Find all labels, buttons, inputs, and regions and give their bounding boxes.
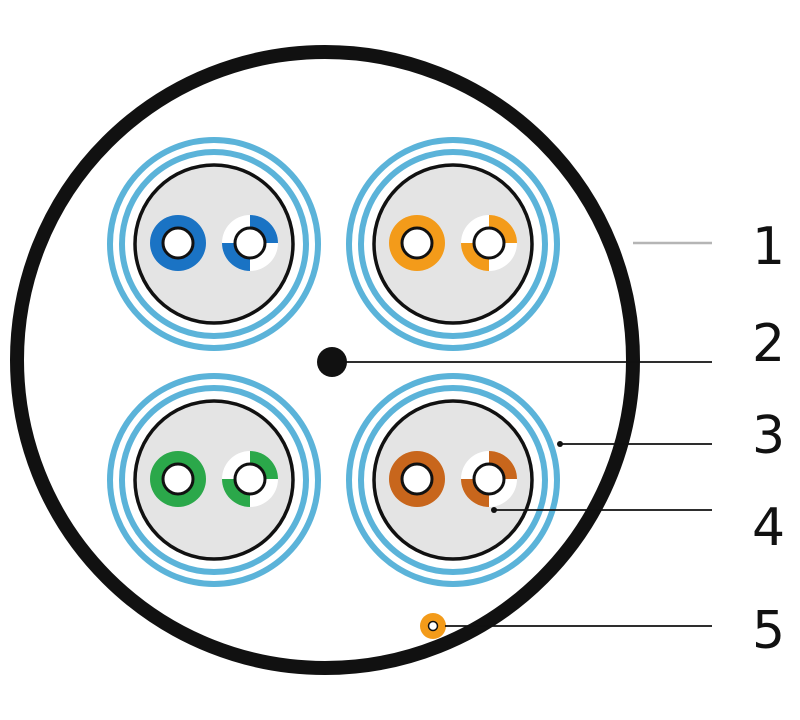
central-member bbox=[317, 347, 347, 377]
callout-label-1: 1 bbox=[752, 217, 785, 277]
callout-label-4: 4 bbox=[752, 498, 785, 558]
leader-dot-4 bbox=[491, 507, 497, 513]
callout-label-2: 2 bbox=[752, 314, 785, 374]
pair-bottom-right bbox=[346, 373, 560, 587]
pair-conductor-solid-core bbox=[400, 226, 434, 260]
pair-shield-outer-ring bbox=[346, 137, 560, 351]
pair-conductor-solid-core bbox=[400, 462, 434, 496]
pair-shield-outer-ring bbox=[346, 373, 560, 587]
pair-shield-inner-ring bbox=[358, 149, 548, 339]
leader-dot-3 bbox=[557, 441, 563, 447]
pair-foil bbox=[372, 399, 534, 561]
pair-conductor-solid-core bbox=[161, 226, 195, 260]
pair-shield-inner-ring bbox=[119, 385, 309, 575]
drain-wire-core bbox=[427, 620, 439, 632]
pair-foil bbox=[372, 163, 534, 325]
pair-shield-inner-ring bbox=[358, 385, 548, 575]
pair-conductor-solid-core bbox=[161, 462, 195, 496]
pair-bottom-left bbox=[107, 373, 321, 587]
pair-shield-inner-ring bbox=[119, 149, 309, 339]
pair-conductor-striped-core bbox=[233, 462, 267, 496]
pair-top-left bbox=[107, 137, 321, 351]
pair-conductor-striped-core bbox=[472, 226, 506, 260]
pair-top-right bbox=[346, 137, 560, 351]
pair-foil bbox=[133, 399, 295, 561]
pair-conductor-striped-core bbox=[233, 226, 267, 260]
pair-conductor-striped-core bbox=[472, 462, 506, 496]
pair-shield-outer-ring bbox=[107, 137, 321, 351]
callout-label-5: 5 bbox=[752, 601, 785, 661]
pair-shield-outer-ring bbox=[107, 373, 321, 587]
pair-foil bbox=[133, 163, 295, 325]
callout-label-3: 3 bbox=[752, 406, 785, 466]
